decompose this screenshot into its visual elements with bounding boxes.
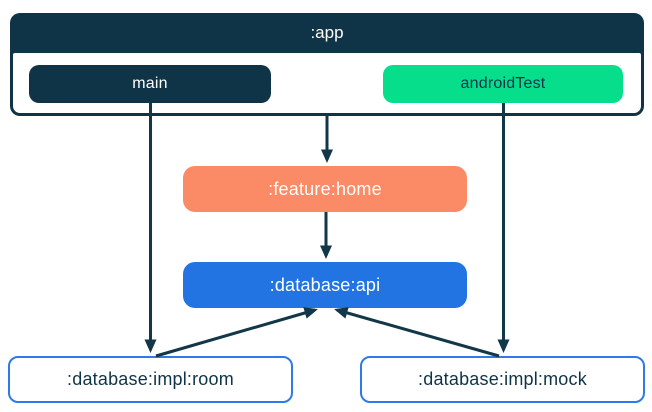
node-feature-home-label: :feature:home xyxy=(268,178,382,199)
node-database-api: :database:api xyxy=(183,262,467,308)
edge-mock-to-api xyxy=(334,307,500,358)
node-androidtest-sourceset: androidTest xyxy=(383,65,623,103)
node-androidtest-label: androidTest xyxy=(460,75,546,92)
node-database-impl-mock-label: :database:impl:mock xyxy=(418,369,587,389)
node-app-header: :app xyxy=(10,13,644,53)
edge-room-to-api xyxy=(155,307,318,358)
node-database-impl-room: :database:impl:room xyxy=(8,356,293,403)
node-feature-home: :feature:home xyxy=(183,166,467,212)
node-main-sourceset: main xyxy=(29,65,271,103)
node-database-impl-mock: :database:impl:mock xyxy=(360,356,645,403)
node-app-label: :app xyxy=(310,23,344,42)
node-database-impl-room-label: :database:impl:room xyxy=(67,369,234,389)
node-main-label: main xyxy=(132,75,168,92)
node-database-api-label: :database:api xyxy=(269,274,381,295)
